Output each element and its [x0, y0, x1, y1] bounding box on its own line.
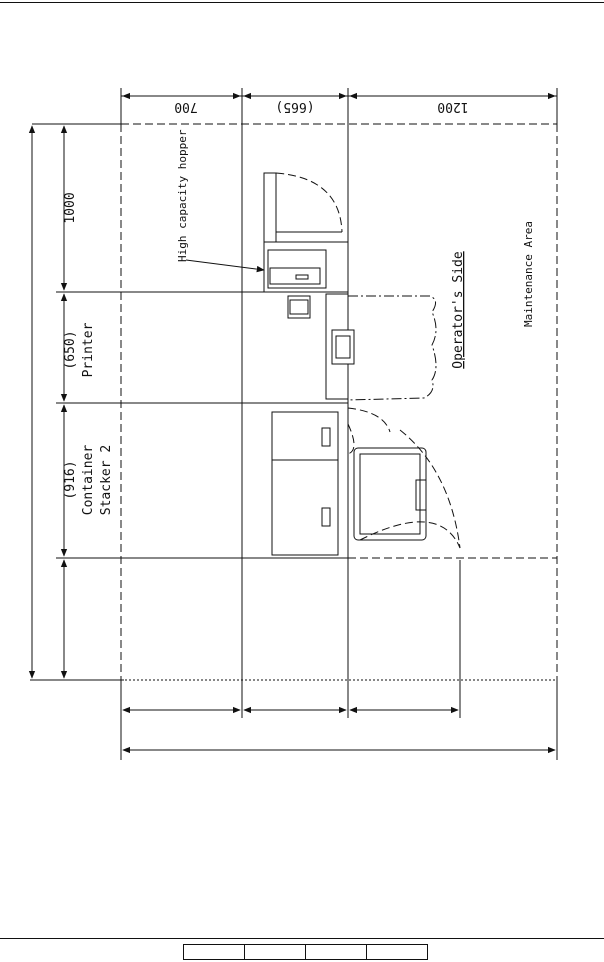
operator-side-label: Operator's Side	[451, 251, 466, 369]
high-capacity-hopper: High capacity hopper	[176, 129, 349, 293]
printer-name: Printer	[81, 322, 96, 377]
footer-rule	[0, 938, 604, 939]
container-stacker	[271, 407, 461, 556]
revision-cell	[306, 945, 367, 959]
left-dimension-chain: 1000	[28, 123, 124, 681]
revision-cell	[184, 945, 245, 959]
stacker-name: Stacker 2	[99, 445, 114, 515]
hopper-label: High capacity hopper	[176, 129, 189, 262]
dim-top-3: 1200	[437, 99, 468, 114]
maintenance-area-label: Maintenance Area	[522, 221, 535, 327]
dim-top-2: (665)	[275, 99, 314, 114]
printer	[241, 291, 437, 404]
container-size: (916)	[63, 460, 78, 499]
container-label-group: (916) Container Stacker 2	[63, 445, 114, 516]
printer-label-group: (650) Printer	[63, 322, 96, 377]
printer-size: (650)	[63, 330, 78, 369]
bottom-dimension-chain	[120, 560, 558, 760]
header-rule	[0, 2, 604, 3]
dim-left-1: 1000	[63, 192, 78, 223]
dim-top-1: 700	[174, 99, 197, 114]
top-dimension-chain: 700 (665) 1200	[120, 88, 558, 124]
revision-box	[183, 944, 428, 960]
container-name: Container	[81, 445, 96, 516]
revision-cell	[245, 945, 306, 959]
